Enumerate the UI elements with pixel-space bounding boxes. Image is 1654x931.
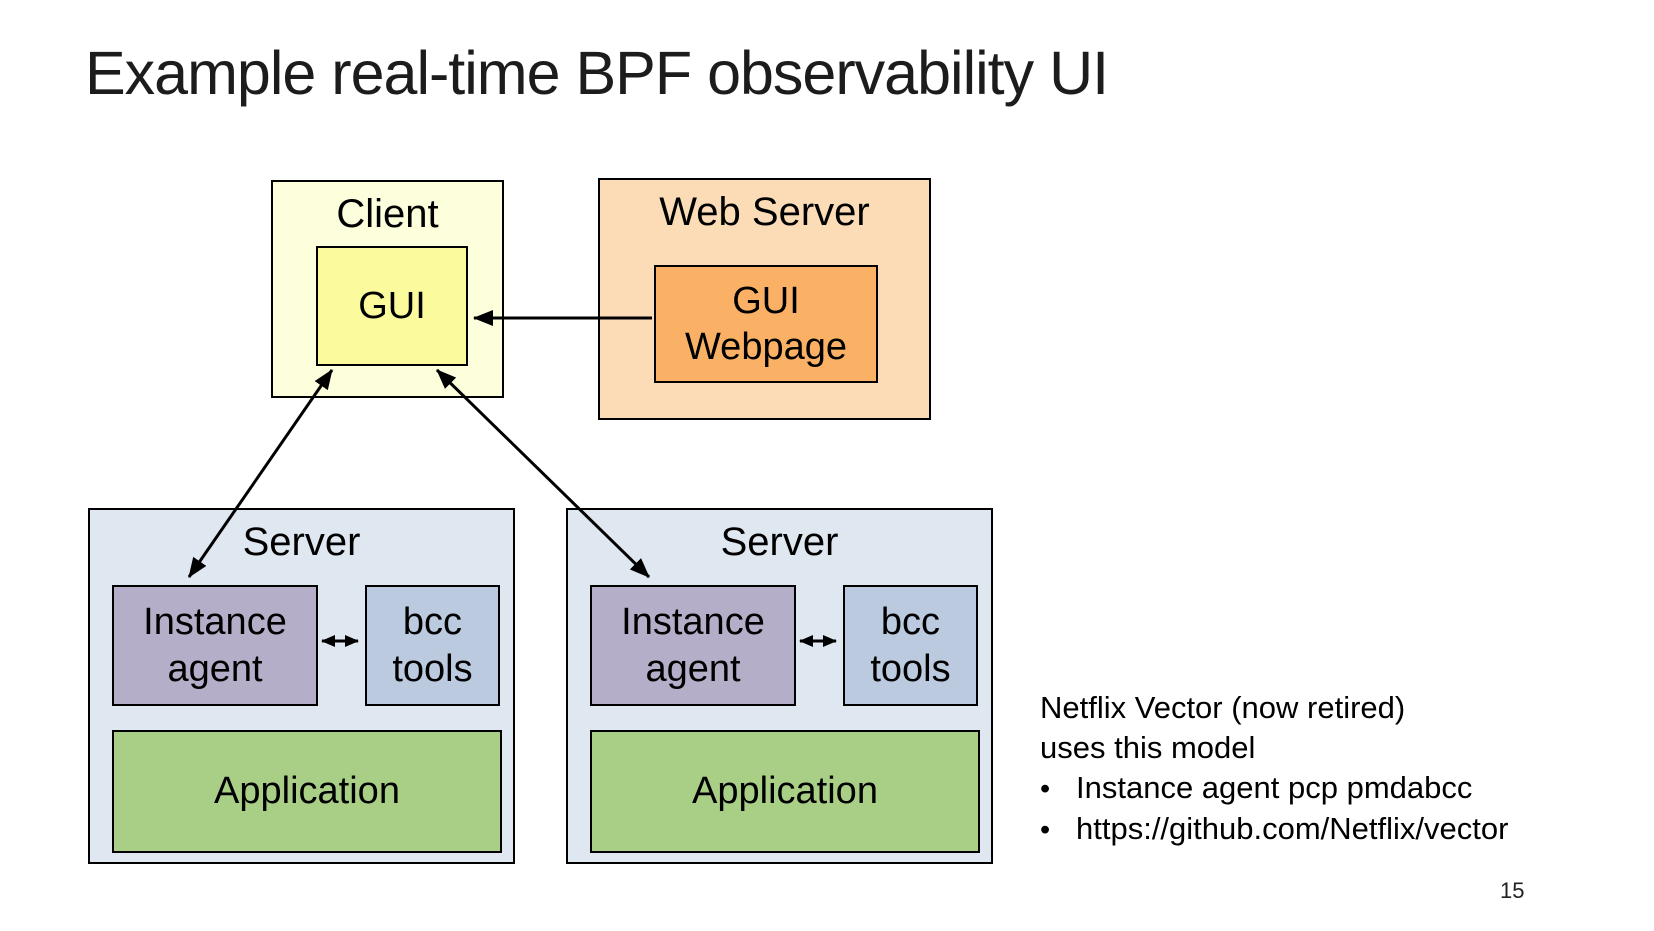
server-2-application-box: Application xyxy=(590,730,980,853)
server-1-label: Server xyxy=(242,520,361,564)
bullet-icon: • xyxy=(1040,773,1051,805)
server-1-bcc-line2: tools xyxy=(392,647,473,690)
server-2-agent-line2: agent xyxy=(645,647,741,690)
server-1-agent-line1: Instance xyxy=(143,601,287,644)
gui-webpage-label: GUI Webpage xyxy=(656,267,876,381)
server-2-label: Server xyxy=(720,520,839,564)
gui-webpage-box: GUI Webpage xyxy=(654,265,878,383)
notes-bullet-2: • https://github.com/Netflix/vector xyxy=(1040,809,1580,850)
server-1-bcc-tools-box: bcc tools xyxy=(365,585,500,706)
server-1-application-box: Application xyxy=(112,730,502,853)
server-2-box: Server Instance agent bcc tools Applicat… xyxy=(566,508,993,864)
page-number: 15 xyxy=(1500,878,1525,903)
server-1-box: Server Instance agent bcc tools Applicat… xyxy=(88,508,515,864)
bullet-icon: • xyxy=(1040,814,1051,846)
server-2-bcc-line2: tools xyxy=(870,647,951,690)
notes-block: Netflix Vector (now retired) uses this m… xyxy=(1040,688,1580,850)
server-2-agent-line1: Instance xyxy=(621,601,765,644)
server-1-application-label: Application xyxy=(214,770,400,813)
notes-bullet-1: • Instance agent pcp pmdabcc xyxy=(1040,768,1580,809)
gui-webpage-label-line1: GUI xyxy=(732,279,800,322)
gui-box: GUI xyxy=(316,246,468,366)
server-2-instance-agent-box: Instance agent xyxy=(590,585,796,706)
slide-title: Example real-time BPF observability UI xyxy=(85,39,1109,107)
server-2-bcc-line1: bcc xyxy=(880,601,941,644)
notes-bullet-2-text: https://github.com/Netflix/vector xyxy=(1076,811,1509,846)
client-label: Client xyxy=(336,192,439,236)
server-1-bcc-line1: bcc xyxy=(402,601,463,644)
notes-line2: uses this model xyxy=(1040,730,1256,765)
server-1-instance-agent-box: Instance agent xyxy=(112,585,318,706)
web-server-label: Web Server xyxy=(659,190,870,234)
notes-bullet-1-text: Instance agent pcp pmdabcc xyxy=(1076,770,1473,805)
notes-line1: Netflix Vector (now retired) xyxy=(1040,690,1406,725)
gui-label: GUI xyxy=(358,284,426,327)
server-1-agent-line2: agent xyxy=(167,647,263,690)
gui-webpage-label-line2: Webpage xyxy=(685,326,847,368)
server-2-bcc-tools-box: bcc tools xyxy=(843,585,978,706)
server-2-application-label: Application xyxy=(692,770,878,813)
